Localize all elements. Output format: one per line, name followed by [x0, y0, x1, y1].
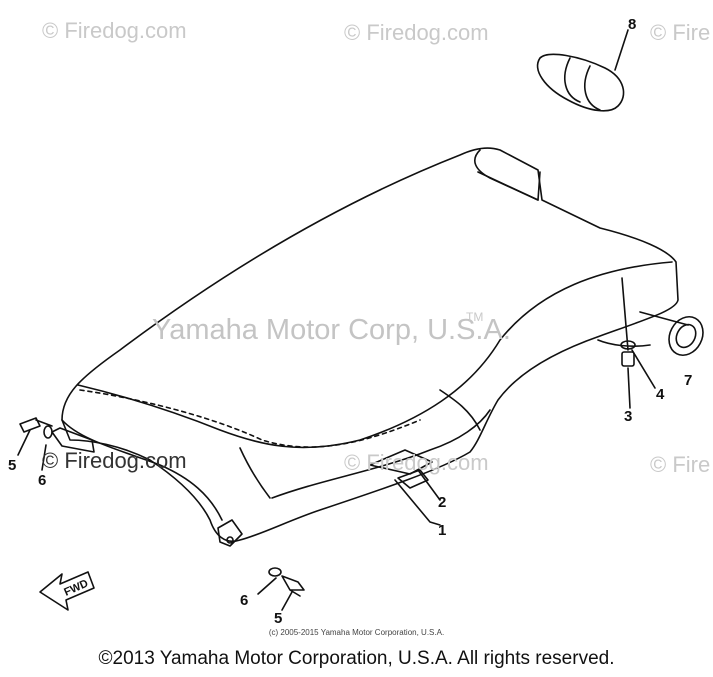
watermark-firedog: © Firedog.com — [344, 450, 489, 475]
bracket-2 — [369, 449, 433, 475]
watermark-firedog-cut: © Fire — [650, 20, 711, 45]
callout-6-front: 6 — [38, 472, 47, 489]
nut-3 — [621, 351, 635, 367]
callout-4: 4 — [656, 386, 665, 403]
emblem-7 — [668, 316, 704, 356]
callout-3: 3 — [624, 408, 633, 425]
callout-7: 7 — [684, 372, 693, 389]
rear-mount-tab — [217, 519, 243, 547]
bolt-5-rear — [281, 575, 305, 597]
washer-6-front — [43, 425, 53, 439]
seat-ridge — [77, 261, 673, 449]
watermark-yamaha: Yamaha Motor Corp, U.S.A. — [152, 314, 511, 346]
watermark-firedog-cut: © Fire — [650, 452, 711, 477]
watermark-firedog: © Firedog.com — [42, 18, 187, 43]
callout-8: 8 — [628, 16, 637, 33]
callout-6-rear: 6 — [240, 592, 249, 609]
watermark-firedog: © Firedog.com — [42, 448, 187, 473]
footer-copyright: ©2013 Yamaha Motor Corporation, U.S.A. A… — [98, 648, 615, 669]
callout-5-front: 5 — [8, 457, 17, 474]
front-mount-tab — [51, 427, 95, 453]
callout-5-rear: 5 — [274, 610, 283, 627]
callout-2: 2 — [438, 494, 447, 511]
fwd-arrow — [39, 571, 95, 611]
washer-4 — [620, 340, 636, 350]
watermark-tm: TM — [466, 310, 484, 324]
seat-outline — [61, 147, 679, 542]
washer-6-rear — [268, 567, 282, 577]
pouch-8 — [536, 53, 625, 112]
watermark-firedog: © Firedog.com — [344, 20, 489, 45]
small-copyright: (c) 2005-2015 Yamaha Motor Corporation, … — [268, 628, 445, 637]
callout-1: 1 — [438, 522, 447, 539]
bolt-5-front — [19, 417, 53, 433]
